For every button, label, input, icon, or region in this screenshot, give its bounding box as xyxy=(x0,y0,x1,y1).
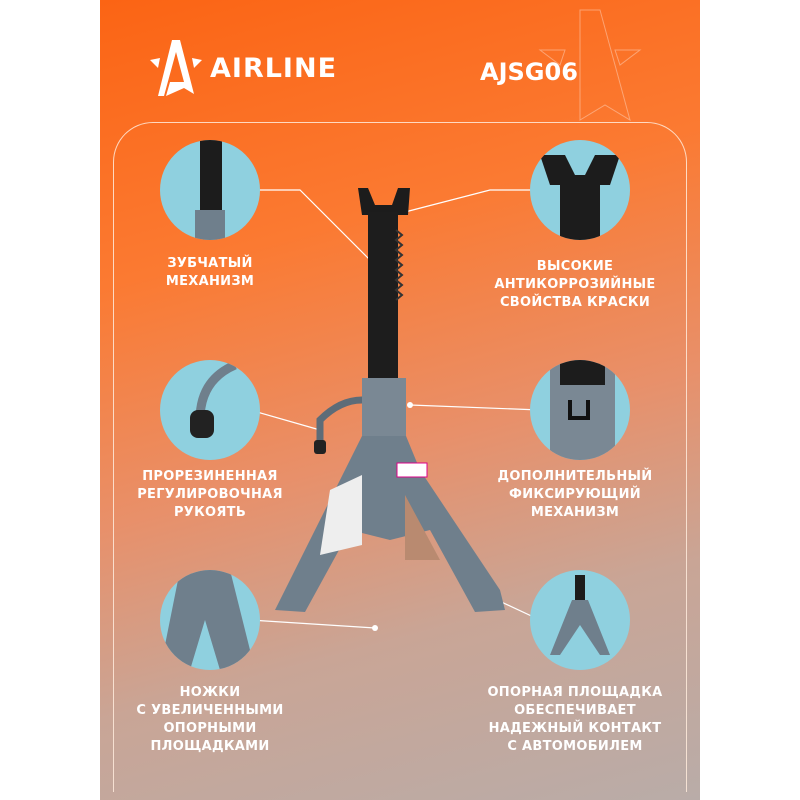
detail-circle-legs xyxy=(160,570,260,670)
caption-line: МЕХАНИЗМ xyxy=(165,274,255,289)
caption-line: ЗУБЧАТЫЙ xyxy=(167,256,253,271)
feature-anticorrosion: ВЫСОКИЕ АНТИКОРРОЗИЙНЫЕ СВОЙСТВА КРАСКИ xyxy=(480,258,670,312)
callout-lines xyxy=(249,188,541,631)
caption-line: С УВЕЛИЧЕННЫМИ xyxy=(136,703,284,718)
detail-circle-locking-mechanism xyxy=(530,360,630,460)
jack-stand-image xyxy=(275,188,505,612)
product-infographic: AIRLINE AJSG06 xyxy=(100,0,700,800)
caption-line: С АВТОМОБИЛЕМ xyxy=(507,739,643,754)
caption-line: СВОЙСТВА КРАСКИ xyxy=(499,295,651,310)
detail-circle-anticorrosion-coating xyxy=(530,140,630,240)
airline-star-icon xyxy=(150,40,202,96)
caption-line: ОПОРНЫМИ xyxy=(163,721,257,736)
caption-line: ФИКСИРУЮЩИЙ xyxy=(509,487,641,502)
caption-line: НАДЕЖНЫЙ КОНТАКТ xyxy=(488,721,662,736)
feature-toothed-mechanism: ЗУБЧАТЫЙ МЕХАНИЗМ xyxy=(130,255,290,291)
caption-line: НОЖКИ xyxy=(179,685,241,700)
feature-rubberized-handle: ПРОРЕЗИНЕННАЯ РЕГУЛИРОВОЧНАЯ РУКОЯТЬ xyxy=(120,468,300,522)
feature-locking-mechanism: ДОПОЛНИТЕЛЬНЫЙ ФИКСИРУЮЩИЙ МЕХАНИЗМ xyxy=(480,468,670,522)
feature-legs: НОЖКИ С УВЕЛИЧЕННЫМИ ОПОРНЫМИ ПЛОЩАДКАМИ xyxy=(120,684,300,756)
caption-line: ВЫСОКИЕ xyxy=(536,259,614,274)
background-logo-watermark xyxy=(538,9,642,122)
caption-line: РЕГУЛИРОВОЧНАЯ xyxy=(137,487,283,502)
feature-support-platform: ОПОРНАЯ ПЛОЩАДКА ОБЕСПЕЧИВАЕТ НАДЕЖНЫЙ К… xyxy=(475,684,675,756)
caption-line: МЕХАНИЗМ xyxy=(530,505,620,520)
caption-line: ПРОРЕЗИНЕННАЯ xyxy=(142,469,278,484)
detail-circle-rubberized-handle xyxy=(160,360,260,460)
brand-logo: AIRLINE xyxy=(150,38,337,98)
caption-line: ОБЕСПЕЧИВАЕТ xyxy=(514,703,636,718)
caption-line: ПЛОЩАДКАМИ xyxy=(150,739,270,754)
caption-line: АНТИКОРРОЗИЙНЫЕ xyxy=(494,277,656,292)
caption-line: РУКОЯТЬ xyxy=(173,505,247,520)
detail-circle-support-platform xyxy=(530,570,630,670)
brand-name: AIRLINE xyxy=(210,52,338,84)
model-number: AJSG06 xyxy=(480,58,578,86)
caption-line: ДОПОЛНИТЕЛЬНЫЙ xyxy=(497,469,653,484)
content-frame xyxy=(113,122,687,792)
detail-circle-toothed-mechanism xyxy=(160,140,260,240)
caption-line: ОПОРНАЯ ПЛОЩАДКА xyxy=(487,685,663,700)
